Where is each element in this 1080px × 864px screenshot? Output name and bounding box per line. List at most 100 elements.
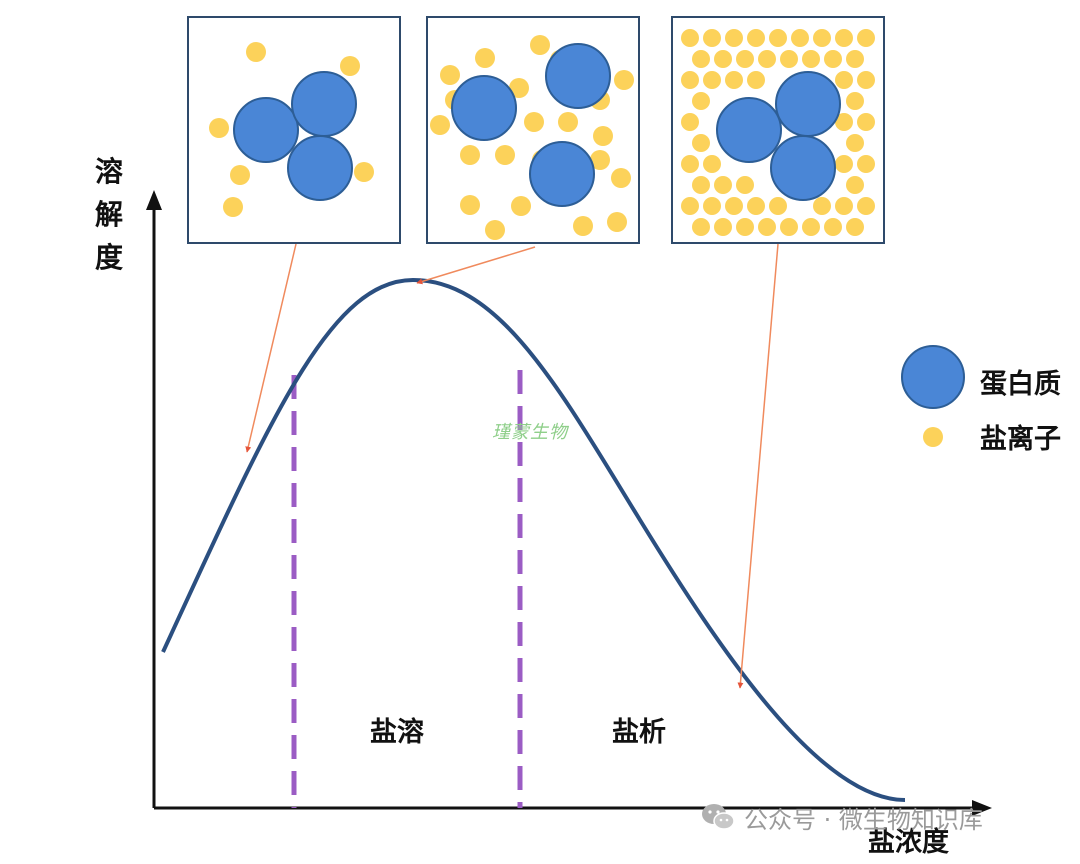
salt-ion — [846, 134, 864, 152]
protein — [451, 75, 517, 141]
salt-ion — [857, 113, 875, 131]
salt-ions — [681, 29, 875, 236]
salt-ion — [791, 29, 809, 47]
salt-ion — [558, 112, 578, 132]
salt-ion — [430, 115, 450, 135]
salt-ion — [590, 150, 610, 170]
proteins — [451, 43, 611, 207]
salt-ion — [824, 218, 842, 236]
source-text: 公众号 · 微生物知识库 — [744, 805, 983, 834]
salt-ion — [230, 165, 250, 185]
proteins — [233, 71, 357, 201]
y-axis-label: 溶解度 — [94, 155, 123, 274]
salt-ion — [692, 50, 710, 68]
salt-ion — [835, 29, 853, 47]
pointer-optimal-salt — [416, 246, 536, 285]
pointer-high-salt — [737, 243, 779, 689]
region-label-salting-out: 盐析 — [612, 717, 666, 748]
salt-ion — [846, 176, 864, 194]
salt-ion — [509, 78, 529, 98]
salt-ion — [681, 197, 699, 215]
salt-ion — [530, 35, 550, 55]
protein — [287, 135, 353, 201]
salt-ion — [846, 50, 864, 68]
x-axis-label: 盐浓度 — [868, 827, 949, 858]
proteins — [716, 71, 841, 201]
salt-ion — [614, 70, 634, 90]
salt-ion — [460, 195, 480, 215]
inset-high-salt — [671, 16, 885, 244]
pointer-low-salt — [245, 243, 297, 453]
salt-ion — [725, 71, 743, 89]
salt-ion — [813, 29, 831, 47]
inset-low-salt — [187, 16, 401, 244]
salt-ion — [703, 29, 721, 47]
salt-ion — [758, 218, 776, 236]
salt-ion — [607, 212, 627, 232]
source-attribution: 公众号 · 微生物知识库 — [700, 800, 983, 834]
protein — [770, 135, 836, 201]
region-dividers — [291, 370, 523, 808]
salt-ion — [511, 196, 531, 216]
salt-ion — [846, 218, 864, 236]
salt-ion — [246, 42, 266, 62]
salt-ion — [714, 176, 732, 194]
salt-ion — [736, 218, 754, 236]
salt-ion — [703, 71, 721, 89]
region-label-salting-in: 盐溶 — [370, 717, 424, 748]
salt-ion — [485, 220, 505, 240]
protein — [545, 43, 611, 109]
salt-ion — [223, 197, 243, 217]
protein — [716, 97, 782, 163]
salt-ion — [725, 197, 743, 215]
legend-label-protein: 蛋白质 — [980, 369, 1061, 400]
salt-ion — [692, 134, 710, 152]
salt-ion — [714, 218, 732, 236]
salt-ion — [802, 50, 820, 68]
y-axis-arrow-icon — [146, 190, 162, 210]
salt-ion — [681, 29, 699, 47]
salt-ion — [524, 112, 544, 132]
salt-ion — [824, 50, 842, 68]
salt-ion — [495, 145, 515, 165]
x-axis-arrow-icon — [972, 800, 992, 816]
salt-ion-dot-icon — [923, 427, 943, 447]
inset-optimal-salt — [426, 16, 640, 244]
salt-ion — [692, 176, 710, 194]
salt-ion — [611, 168, 631, 188]
salt-ion — [780, 218, 798, 236]
salt-ion — [440, 65, 460, 85]
salt-ion — [780, 50, 798, 68]
salt-ion — [692, 92, 710, 110]
salt-ion — [857, 71, 875, 89]
legend — [901, 345, 965, 447]
salt-ion — [593, 126, 613, 146]
pointer-lines — [245, 243, 779, 689]
salt-ion — [692, 218, 710, 236]
salt-ion — [340, 56, 360, 76]
salt-ion — [835, 155, 853, 173]
salt-ion — [835, 113, 853, 131]
salt-ion — [747, 197, 765, 215]
salt-ion — [736, 50, 754, 68]
salt-ion — [747, 71, 765, 89]
protein — [233, 97, 299, 163]
salt-ion — [857, 155, 875, 173]
salt-ion — [747, 29, 765, 47]
salt-ion — [354, 162, 374, 182]
salt-ion — [714, 50, 732, 68]
salt-ion — [835, 71, 853, 89]
protein-circle-icon — [901, 345, 965, 409]
salt-ion — [857, 29, 875, 47]
legend-label-salt-ion: 盐离子 — [980, 424, 1061, 455]
protein — [775, 71, 841, 137]
salt-ion — [813, 197, 831, 215]
salt-ion — [703, 155, 721, 173]
salt-ion — [802, 218, 820, 236]
salt-ions — [209, 42, 374, 217]
salt-ion — [835, 197, 853, 215]
salt-ion — [846, 92, 864, 110]
salt-ion — [475, 48, 495, 68]
